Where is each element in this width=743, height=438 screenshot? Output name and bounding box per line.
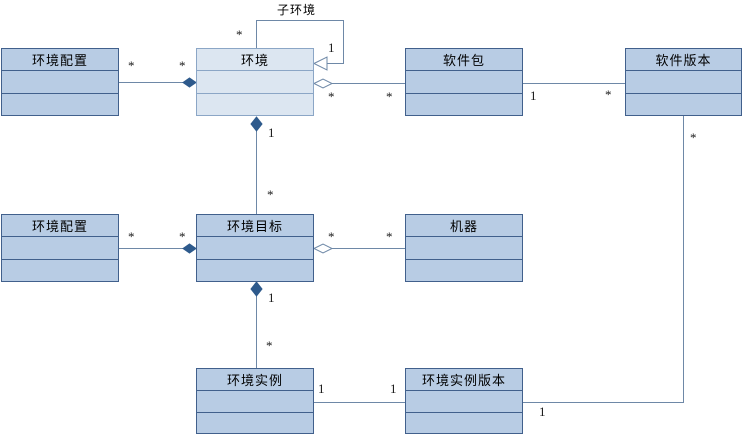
class-attributes-compartment [406,236,522,259]
class-title: 软件版本 [655,53,712,68]
mult-env-softwarepackage-left: * [328,89,335,104]
class-operations-compartment [197,92,313,116]
class-software-package[interactable]: 软件包 [405,48,523,116]
edge-softwareversion-envinstanceversion [523,116,684,403]
class-env-instance-version[interactable]: 环境实例版本 [405,368,523,434]
mult-envtarget-machine-right: * [386,229,393,244]
edge-env-self-loop [256,20,344,64]
mult-env-softwarepackage-right: * [386,89,393,104]
mult-self-loop-one: 1 [328,40,335,55]
class-title: 环境配置 [31,219,88,234]
mult-self-loop-star: * [236,27,243,42]
mult-envconfig-envtarget-left: * [128,229,135,244]
mult-envconfig-envtarget-right: * [179,229,186,244]
class-env[interactable]: 环境 [196,48,314,116]
class-env-target[interactable]: 环境目标 [196,214,314,282]
class-title: 环境实例版本 [421,373,506,388]
class-operations-compartment [2,92,118,116]
class-operations-compartment [197,258,313,282]
mult-envtarget-envinstance-one: 1 [268,290,275,305]
composition-diamond-envtarget-left [182,243,197,254]
class-attributes-compartment [197,390,313,412]
composition-diamond-env-bottom [250,116,263,132]
mult-envtarget-envinstance-star: * [266,338,273,353]
class-operations-compartment [406,258,522,282]
mult-softwareversion-down-star: * [690,130,697,145]
mult-package-version-one: 1 [530,88,537,103]
aggregation-diamond-env-right [312,78,334,89]
class-title: 环境配置 [31,53,88,68]
class-title: 机器 [449,219,478,234]
mult-envconfig-env-right: * [179,58,186,73]
class-attributes-compartment [197,70,313,93]
class-machine[interactable]: 机器 [405,214,523,282]
mult-instance-version-left: 1 [318,381,325,396]
class-operations-compartment [2,258,118,282]
mult-envconfig-env-left: * [128,58,135,73]
class-operations-compartment [197,411,313,434]
mult-package-version-star: * [605,87,612,102]
class-attributes-compartment [2,236,118,259]
class-attributes-compartment [626,70,741,93]
class-attributes-compartment [406,70,522,93]
self-loop-label: 子环境 [277,3,317,17]
class-attributes-compartment [197,236,313,259]
mult-env-envtarget-star: * [267,187,274,202]
class-operations-compartment [406,411,522,434]
class-env-config-mid[interactable]: 环境配置 [1,214,119,282]
mult-softwareversion-down-one: 1 [539,404,546,419]
aggregation-diamond-envtarget-right [312,243,334,254]
mult-env-envtarget-one: 1 [268,125,275,140]
composition-diamond-env-left [182,77,197,88]
generalization-triangle-env [312,56,328,71]
class-env-instance[interactable]: 环境实例 [196,368,314,434]
mult-envtarget-machine-left: * [328,229,335,244]
class-attributes-compartment [2,70,118,93]
class-title: 软件包 [442,53,485,68]
class-env-config-top[interactable]: 环境配置 [1,48,119,116]
class-software-version[interactable]: 软件版本 [625,48,742,116]
class-operations-compartment [406,92,522,116]
composition-diamond-envtarget-bottom [250,281,263,297]
class-title: 环境实例 [226,373,283,388]
mult-instance-version-right: 1 [390,381,397,396]
class-title: 环境 [240,53,269,68]
class-title: 环境目标 [226,219,283,234]
class-operations-compartment [626,92,741,116]
class-attributes-compartment [406,390,522,412]
